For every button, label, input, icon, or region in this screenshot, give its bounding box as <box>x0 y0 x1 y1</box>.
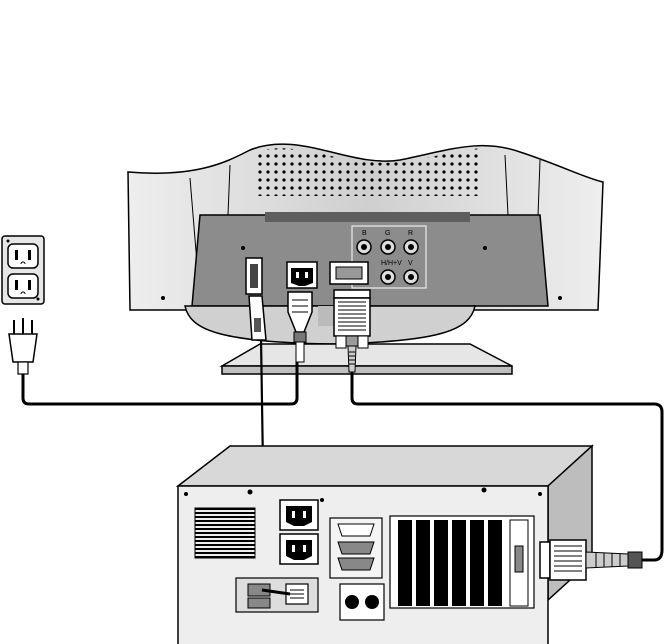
computer-top <box>178 446 592 486</box>
monitor-dsub-port[interactable] <box>330 262 368 284</box>
computer-ps2-ports[interactable] <box>340 584 384 620</box>
computer-expansion-slots <box>390 516 534 608</box>
computer-power-inlet[interactable] <box>280 500 318 530</box>
label-v-sync: V <box>408 260 413 267</box>
label-hv-sync: H/H+V <box>381 260 402 267</box>
monitor-usb-port[interactable] <box>246 258 262 294</box>
computer-usb-port-area[interactable] <box>236 578 318 612</box>
computer-power-outlet[interactable] <box>280 534 318 564</box>
monitor-vent-dots <box>255 148 482 196</box>
ac-plug[interactable] <box>9 318 37 374</box>
label-green: G <box>385 230 390 237</box>
computer-io-ports[interactable] <box>330 518 382 578</box>
monitor-power-inlet[interactable] <box>287 262 317 288</box>
label-red: R <box>408 230 413 237</box>
label-blue: B <box>362 230 367 237</box>
video-card-port[interactable] <box>515 546 523 572</box>
outlet-socket-lower[interactable] <box>8 274 38 298</box>
outlet-socket-upper[interactable] <box>8 244 38 268</box>
computer-case <box>178 446 592 644</box>
computer-fan-vent <box>195 508 255 558</box>
wall-outlet <box>2 236 44 304</box>
